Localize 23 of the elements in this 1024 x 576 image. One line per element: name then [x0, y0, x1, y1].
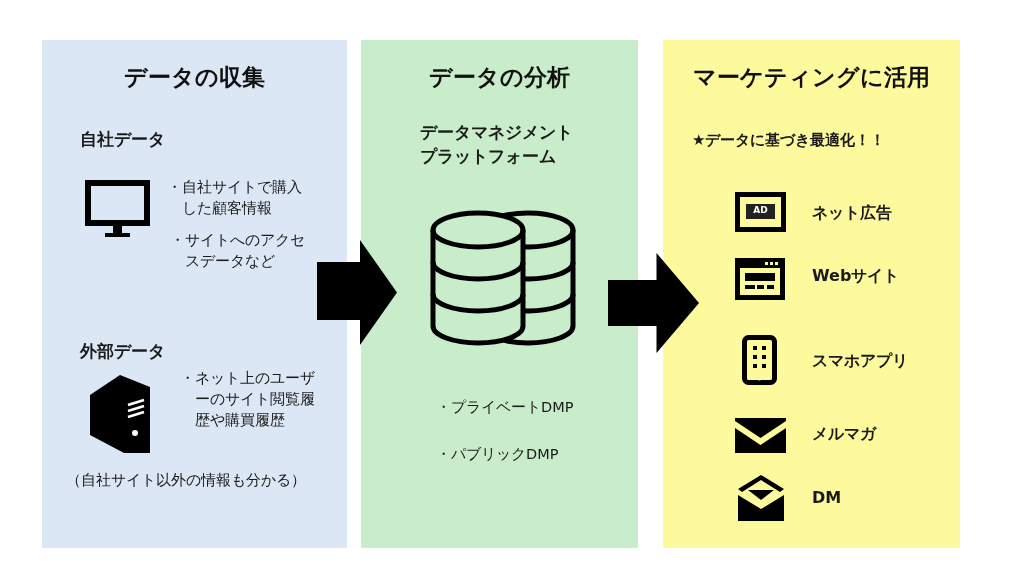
channel-label: ネット広告	[812, 202, 893, 224]
bullet-text: ・サイトへのアクセスデータなど	[170, 231, 306, 271]
section-heading: 自社データ	[80, 128, 166, 151]
block-arrow	[317, 240, 397, 345]
channel-label: メルマガ	[812, 423, 878, 445]
bullet-text: ・プライベートDMP	[436, 398, 575, 417]
ad-text: AD	[752, 205, 769, 216]
column-heading: データの分析	[428, 63, 571, 92]
section-heading: 外部データ	[80, 340, 166, 363]
note-text: （自社サイト以外の情報も分かる）	[66, 471, 307, 490]
block-arrow	[608, 253, 699, 353]
channel-label: DM	[812, 487, 843, 509]
channel-label: スマホアプリ	[812, 350, 909, 372]
highlight-text: ★データに基づき最適化！！	[692, 130, 887, 151]
column-heading: マーケティングに活用	[692, 63, 931, 92]
column-heading: データの収集	[123, 63, 266, 92]
bullet-text: ・ネット上のユーザーのサイト閲覧履歴や購買履歴	[180, 369, 315, 431]
channel-label: Webサイト	[812, 265, 901, 287]
column-panel	[42, 40, 347, 548]
bullet-text: ・自社サイトで購入した顧客情報	[167, 178, 302, 218]
subheading: データマネジメントプラットフォーム	[420, 122, 574, 168]
bullet-text: ・パブリックDMP	[436, 445, 560, 464]
column-panel	[663, 40, 960, 548]
